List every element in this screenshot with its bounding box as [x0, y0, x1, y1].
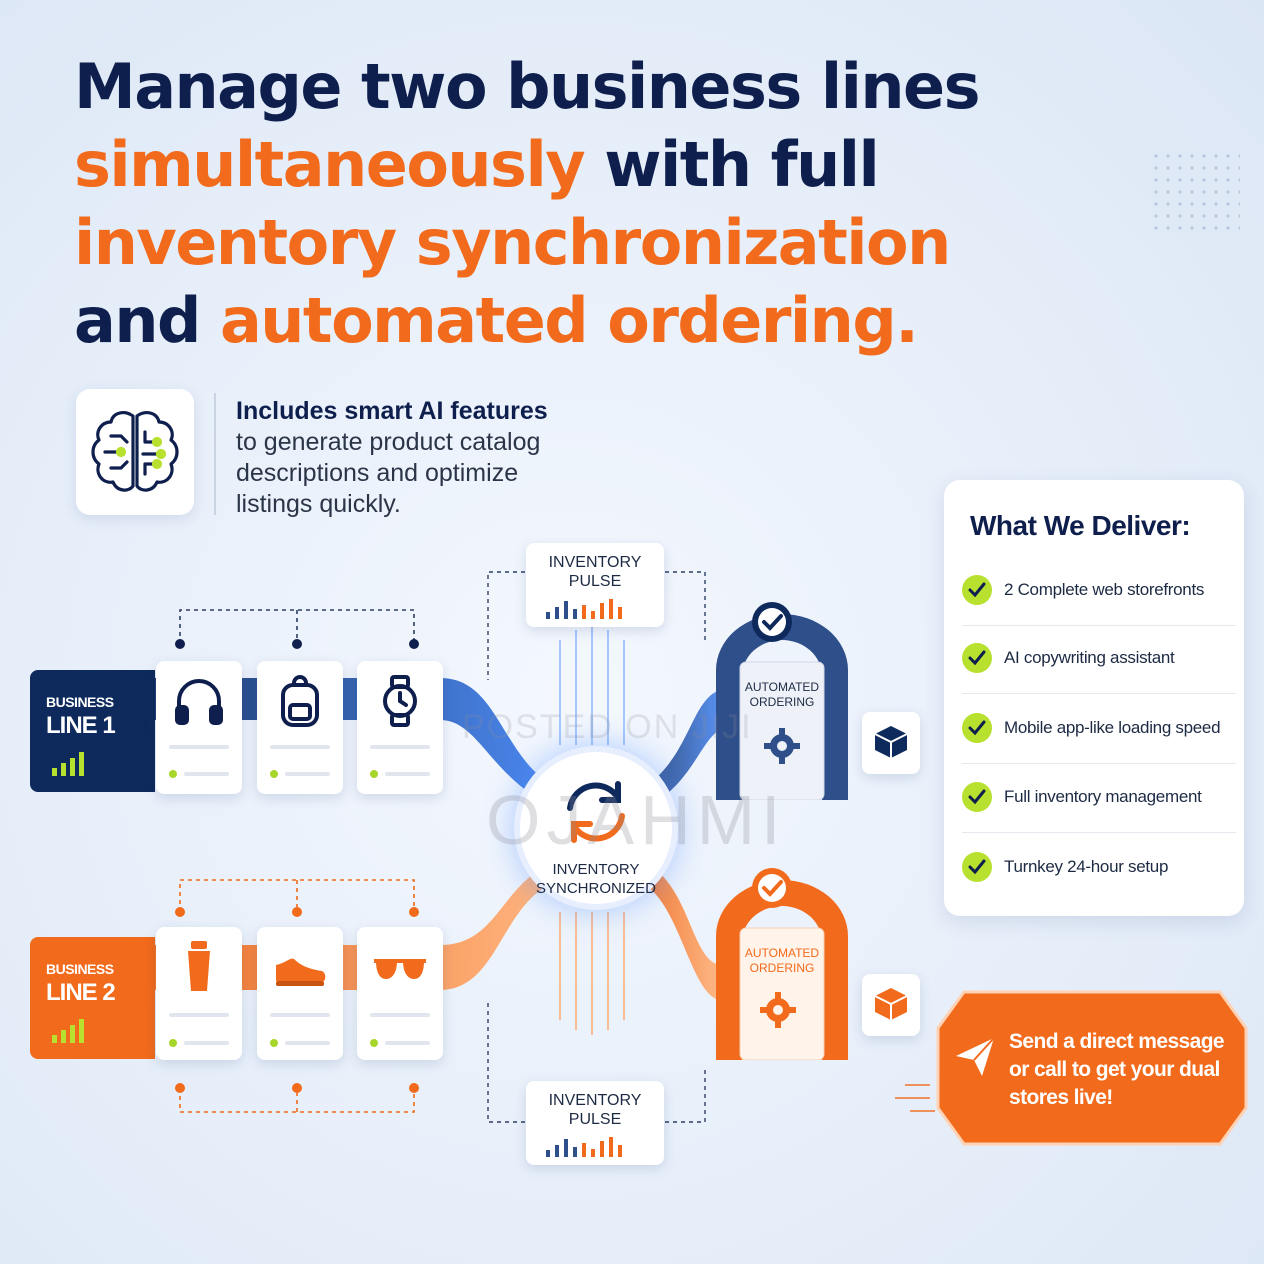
deliverable-text: 2 Complete web storefronts	[1004, 580, 1205, 599]
headphones-icon	[175, 679, 223, 725]
check-icon	[962, 713, 992, 743]
check-icon	[962, 643, 992, 673]
automated-ordering-gate-bottom: AUTOMATED ORDERING	[712, 866, 852, 1061]
deliverable-item: Full inventory management	[962, 767, 1236, 833]
headline-highlight-simultaneously: simultaneously	[74, 128, 586, 201]
cta-banner[interactable]: Send a direct message or call to get you…	[934, 988, 1250, 1148]
divider	[214, 393, 216, 515]
watch-icon	[383, 675, 417, 727]
gate-arch-icon	[716, 602, 848, 801]
ai-feature-title: Includes smart AI features	[236, 397, 548, 425]
send-icon	[956, 1037, 995, 1076]
product-card-watch[interactable]	[357, 661, 443, 794]
inventory-pulse-bottom: INVENTORY PULSE	[526, 1081, 664, 1165]
headline-with-full: with full	[604, 128, 880, 201]
check-icon	[962, 782, 992, 812]
deliverables-title: What We Deliver:	[970, 510, 1191, 541]
headline-and: and	[74, 284, 201, 357]
gate-top-label: AUTOMATED ORDERING	[744, 680, 820, 709]
product-card-headphones[interactable]	[156, 661, 242, 794]
pulse-bars-icon	[546, 1137, 622, 1157]
package-card-bottom	[862, 974, 920, 1036]
headline-line-1: Manage two business lines	[74, 50, 980, 123]
package-icon	[874, 988, 908, 1020]
signal-bars-icon	[52, 752, 84, 776]
deliverable-item: 2 Complete web storefronts	[962, 560, 1236, 626]
decorative-dot-grid	[1150, 150, 1240, 230]
ai-feature-body: to generate product catalog descriptions…	[236, 428, 541, 518]
product-card-backpack[interactable]	[257, 661, 343, 794]
signal-bars-icon	[52, 1019, 84, 1043]
badge-arrow-1	[125, 670, 147, 792]
badge-arrow-2	[125, 937, 147, 1059]
inventory-pulse-top: INVENTORY PULSE	[526, 543, 664, 627]
cta-text: Send a direct message or call to get you…	[1009, 1030, 1225, 1109]
sync-arrows-icon	[567, 781, 625, 843]
inventory-pulse-label: INVENTORY PULSE	[548, 1092, 642, 1128]
watermark-posted: POSTED ON JIJI	[462, 708, 753, 746]
product-card-bottle[interactable]	[156, 927, 242, 1060]
hub-label: INVENTORY SYNCHRONIZED	[535, 861, 656, 897]
headline-highlight-inventory-sync: inventory synchronization	[74, 206, 951, 279]
pulse-bars-icon	[546, 599, 622, 619]
deliverable-item: AI copywriting assistant	[962, 628, 1236, 694]
inventory-pulse-label: INVENTORY PULSE	[548, 554, 642, 590]
business-line-2-small: BUSINESS	[46, 961, 114, 977]
headline: Manage two business lines simultaneously…	[74, 48, 1074, 360]
deliverable-text: AI copywriting assistant	[1004, 648, 1175, 667]
automated-ordering-gate-top: AUTOMATED ORDERING	[712, 600, 852, 801]
deliverable-item: Turnkey 24-hour setup	[962, 837, 1230, 903]
brain-circuit-icon	[91, 411, 179, 492]
package-card-top	[862, 712, 920, 774]
deliverables-card: What We Deliver: 2 Complete web storefro…	[944, 480, 1244, 916]
inventory-sync-hub: INVENTORY SYNCHRONIZED	[520, 752, 672, 904]
gate-bottom-label: AUTOMATED ORDERING	[744, 946, 820, 975]
ai-feature-text: Includes smart AI features to generate p…	[236, 396, 596, 520]
product-card-sunglasses[interactable]	[357, 927, 443, 1060]
gate-arch-icon	[716, 868, 848, 1061]
sunglasses-icon	[374, 959, 426, 979]
sneaker-icon	[276, 958, 326, 986]
package-icon	[874, 726, 908, 758]
business-line-1-small: BUSINESS	[46, 694, 114, 710]
backpack-icon	[281, 675, 319, 727]
deliverable-text: Turnkey 24-hour setup	[1004, 857, 1169, 876]
cta-shape	[936, 990, 1248, 1146]
check-icon	[962, 852, 992, 882]
business-line-1-big: LINE 1	[46, 712, 116, 739]
bottle-icon	[188, 941, 210, 991]
deliverable-text: Full inventory management	[1004, 787, 1202, 806]
deliverable-item: Mobile app-like loading speed	[962, 698, 1236, 764]
deliverable-text: Mobile app-like loading speed	[1004, 718, 1221, 737]
business-line-2-big: LINE 2	[46, 979, 116, 1006]
watermark-ojahmi: OJAHMI	[486, 781, 787, 859]
business-line-2-badge: BUSINESS LINE 2	[30, 937, 155, 1059]
ai-brain-card	[76, 389, 194, 515]
headline-highlight-automated-ordering: automated ordering.	[219, 284, 919, 357]
check-icon	[962, 575, 992, 605]
product-card-sneaker[interactable]	[257, 927, 343, 1060]
